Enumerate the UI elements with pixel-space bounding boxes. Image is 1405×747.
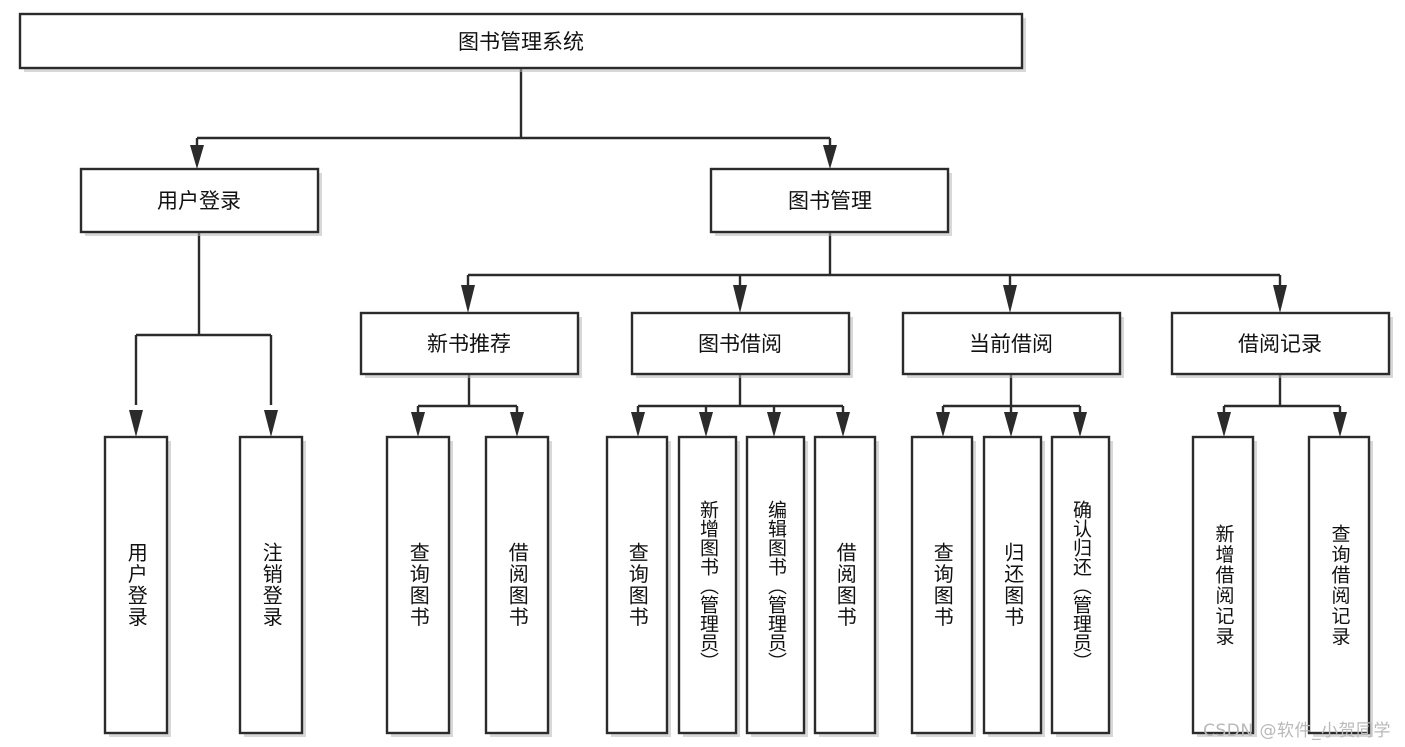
connector-userlogin-bus (134, 232, 273, 405)
connector-bookborrow-bus (636, 375, 845, 428)
arrow-to-leaf-add-record (1217, 412, 1231, 437)
leaf-return-book-box[interactable] (982, 435, 1043, 735)
leaf-query-book-3-box[interactable] (910, 435, 974, 735)
leaf-edit-book-box[interactable] (745, 435, 806, 735)
arrowhead-layer (129, 145, 1347, 437)
borrow-record-node-box[interactable] (1170, 311, 1391, 376)
leaf-query-record-box[interactable] (1307, 435, 1371, 735)
csdn-watermark: CSDN @软件_小贺同学 (1203, 721, 1391, 741)
arrow-to-leaf-edit-book (767, 412, 781, 437)
connector-newbook-bus (416, 375, 519, 428)
root-node-box[interactable] (18, 12, 1024, 70)
leaf-confirm-return-box[interactable] (1050, 435, 1111, 735)
arrow-to-leaf-query-record (1333, 412, 1347, 437)
book-mgmt-node-label: 图书管理 (788, 189, 872, 213)
user-login-node-label: 用户登录 (157, 189, 241, 213)
new-book-rec-node-box[interactable] (359, 311, 580, 376)
connector-bookmgmt-bus (466, 232, 1282, 300)
borrow-record-node-label: 借阅记录 (1238, 332, 1322, 356)
leaf-logout-box[interactable] (238, 435, 304, 735)
leaf-borrow-book-2-box[interactable] (813, 435, 877, 735)
arrow-to-leaf-confirm-return (1073, 412, 1087, 437)
arrow-to-leaf-borrow-book-2 (836, 412, 850, 437)
new-book-rec-node-label: 新书推荐 (427, 332, 511, 356)
arrow-to-leaf-borrow-book-1 (510, 412, 524, 437)
user-login-node-box[interactable] (79, 167, 320, 234)
arrow-to-leaf-query-book-2 (631, 412, 645, 437)
node-layer: 图书管理系统 用户登录 图书管理 新书推荐 图书借阅 当前借阅 借阅记录 (18, 12, 1393, 737)
arrow-to-book-borrow (733, 285, 747, 313)
leaf-borrow-book-1-box[interactable] (484, 435, 550, 735)
book-mgmt-node-box[interactable] (709, 167, 950, 234)
leaf-query-book-2-box[interactable] (605, 435, 669, 735)
current-borrow-node-box[interactable] (901, 311, 1122, 376)
book-borrow-node-label: 图书借阅 (698, 332, 782, 356)
arrow-to-current-borrow (1003, 285, 1017, 313)
arrow-to-leaf-add-book (699, 412, 713, 437)
arrow-to-leaf-return-book (1004, 412, 1018, 437)
book-borrow-node-box[interactable] (630, 311, 851, 376)
root-node-label: 图书管理系统 (458, 30, 584, 54)
arrow-to-borrow-record (1273, 285, 1287, 313)
arrow-to-leaf-logout (264, 410, 278, 437)
arrow-to-user-login (190, 145, 204, 169)
arrow-to-leaf-query-book-3 (936, 412, 950, 437)
arrow-to-leaf-user-login (129, 410, 143, 437)
current-borrow-node-label: 当前借阅 (969, 332, 1053, 356)
arrow-to-new-book-rec (461, 285, 475, 313)
arrow-to-book-mgmt (823, 145, 837, 169)
leaf-user-login-box[interactable] (103, 435, 169, 735)
leaf-query-book-1-box[interactable] (385, 435, 451, 735)
connector-root-bus (195, 68, 832, 160)
connector-borrowrecord-bus (1222, 375, 1342, 428)
arrow-to-leaf-query-book-1 (411, 412, 425, 437)
leaf-add-book-box[interactable] (677, 435, 738, 735)
leaf-add-record-box[interactable] (1191, 435, 1255, 735)
